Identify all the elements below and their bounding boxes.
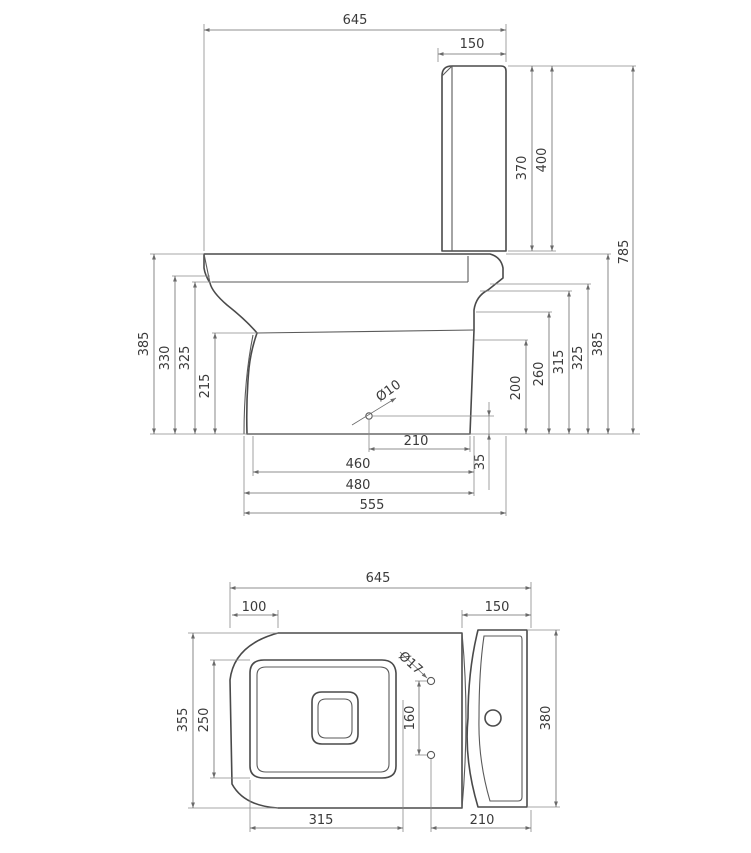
dim-645-top-label: 645 — [366, 571, 391, 586]
dim-outlet-35-label: 35 — [473, 454, 488, 471]
dim-base-480-label: 480 — [346, 478, 371, 493]
dim-380: 380 — [527, 629, 560, 808]
fixing-hole-bottom — [426, 750, 436, 760]
drain-top — [311, 691, 359, 745]
dim-160-label: 160 — [403, 706, 418, 731]
dim-250: 250 — [197, 659, 250, 779]
cistern-top — [466, 629, 528, 808]
dim-160: 160 — [403, 680, 427, 756]
dim-645-side: 645 — [203, 13, 507, 251]
dim-100-top: 100 — [232, 600, 279, 628]
dim-base-555-label: 555 — [360, 498, 385, 513]
dim-outlet: 210 35 — [368, 402, 494, 490]
dim-right-200-label: 200 — [509, 376, 524, 401]
dim-250-label: 250 — [197, 708, 212, 733]
dim-380-label: 380 — [539, 706, 554, 731]
dim-right-385-label: 385 — [591, 332, 606, 357]
hole-diameter-label: Ø17 — [395, 649, 425, 678]
dim-355-label: 355 — [176, 708, 191, 733]
top-view: Ø17 645 100 150 355 — [176, 571, 560, 832]
dim-right-260-label: 260 — [532, 362, 547, 387]
dim-210-top: 210 — [430, 759, 532, 832]
dim-210-top-label: 210 — [470, 813, 495, 828]
dim-315-label: 315 — [309, 813, 334, 828]
dim-150-top-label: 150 — [485, 600, 510, 615]
side-view: Ø10 645 150 370 400 785 — [137, 13, 640, 516]
flush-button-icon — [484, 709, 502, 727]
dim-cistern-heights: 370 400 785 — [508, 65, 636, 434]
outlet-hole-side: Ø10 — [351, 377, 404, 426]
dim-785-label: 785 — [617, 240, 632, 265]
dim-left-325-label: 325 — [178, 346, 193, 371]
dim-150-label: 150 — [460, 37, 485, 52]
dim-645-top: 645 — [229, 571, 532, 628]
dim-left-215-label: 215 — [198, 374, 213, 399]
dim-outlet-210-label: 210 — [404, 434, 429, 449]
dim-150-side: 150 — [437, 37, 506, 62]
dim-left-330-label: 330 — [158, 346, 173, 371]
pan-side — [203, 253, 504, 435]
dim-right-heights: 200 260 315 325 385 — [474, 253, 611, 434]
dim-645-label: 645 — [343, 13, 368, 28]
dim-370-label: 370 — [515, 156, 530, 181]
fixing-hole-top — [426, 676, 436, 686]
dim-left-385-label: 385 — [137, 332, 152, 357]
dim-100-label: 100 — [242, 600, 267, 615]
dim-right-325-label: 325 — [571, 346, 586, 371]
dim-base-460-label: 460 — [346, 457, 371, 472]
dim-base: 460 480 555 — [243, 436, 507, 516]
dim-150-top: 150 — [461, 600, 531, 628]
cistern-side — [441, 65, 507, 252]
dim-400-label: 400 — [535, 148, 550, 173]
fixing-holes: Ø17 — [395, 649, 436, 760]
dim-right-315-label: 315 — [552, 350, 567, 375]
outlet-diameter-label: Ø10 — [374, 377, 404, 405]
dim-left-heights: 385 330 325 215 — [137, 253, 257, 434]
dim-315: 315 — [249, 700, 404, 832]
dim-355: 355 — [176, 632, 278, 809]
